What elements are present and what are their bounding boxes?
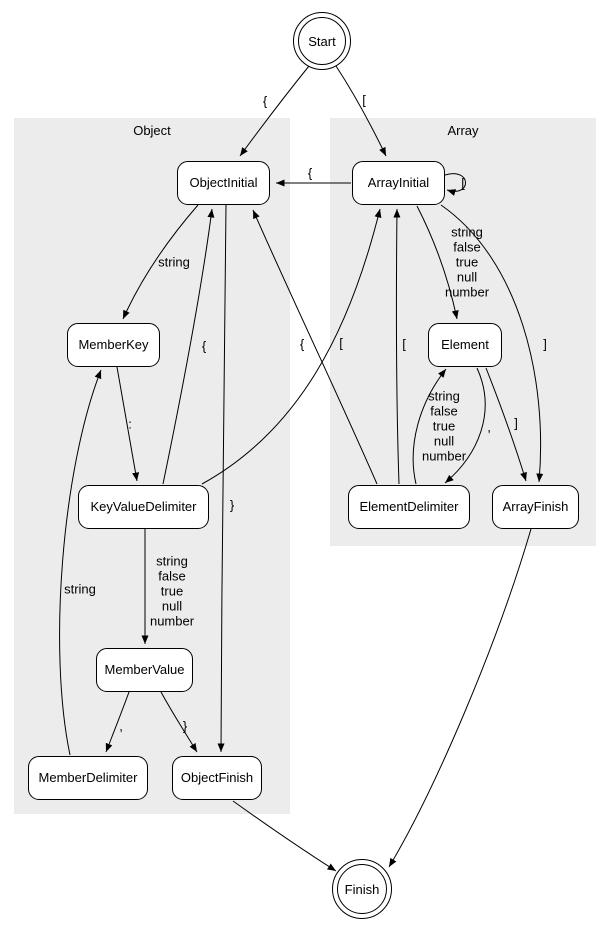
node-element-delimiter: ElementDelimiter xyxy=(348,485,470,529)
edge-label-array-initial-self-loop: [ xyxy=(461,175,465,191)
node-object-finish: ObjectFinish xyxy=(172,756,262,800)
edge-label-member-value-object-finish: } xyxy=(182,718,188,734)
edge-label-element-delimiter-object-initial: { xyxy=(299,336,305,352)
edge-element-element-delimiter xyxy=(444,367,486,484)
finish-label: Finish xyxy=(344,881,380,897)
edge-member-value-object-finish xyxy=(160,691,198,753)
edge-label-member-delimiter-member-key: string xyxy=(64,581,96,597)
object-cluster-label: Object xyxy=(133,123,171,138)
edge-member-delimiter-member-key xyxy=(59,369,102,756)
edge-label-element-element-delimiter: , xyxy=(487,419,491,435)
edge-element-delimiter-array-initial xyxy=(393,208,401,485)
node-array-initial: ArrayInitial xyxy=(352,161,445,205)
edge-element-array-finish xyxy=(485,367,527,482)
node-start: Start xyxy=(293,12,351,70)
edge-array-finish-finish xyxy=(388,528,532,868)
edge-label-key-value-delimiter-array-initial: [ xyxy=(339,335,343,351)
edge-label-key-value-delimiter-object-initial: { xyxy=(201,338,207,354)
edge-label-array-initial-element: string false true null number xyxy=(444,224,490,300)
edge-label-array-initial-object-initial: { xyxy=(307,165,313,181)
edge-label-element-delimiter-element: string false true null number xyxy=(421,388,467,464)
start-label: Start xyxy=(308,33,336,49)
start-inner-circle: Start xyxy=(298,17,346,65)
node-element: Element xyxy=(428,323,502,367)
array-cluster-label: Array xyxy=(447,123,479,138)
finish-inner-circle: Finish xyxy=(337,864,387,914)
edge-array-initial-self-loop xyxy=(444,173,466,196)
edge-element-delimiter-element xyxy=(412,368,447,485)
edge-label-object-initial-member-key: string xyxy=(158,254,190,270)
node-key-value-delimiter: KeyValueDelimiter xyxy=(78,485,209,529)
edge-array-initial-element xyxy=(416,205,459,320)
edge-object-initial-member-key xyxy=(122,204,199,320)
edge-label-start-array-initial: [ xyxy=(362,92,366,108)
edge-label-start-object-initial: { xyxy=(262,93,268,109)
edge-start-array-initial xyxy=(335,65,387,157)
edge-key-value-delimiter-array-initial xyxy=(201,208,382,485)
edge-member-value-member-delimiter xyxy=(105,691,130,753)
node-member-value: MemberValue xyxy=(96,648,193,692)
node-member-delimiter: MemberDelimiter xyxy=(28,756,148,800)
node-array-finish: ArrayFinish xyxy=(492,485,579,529)
edge-array-initial-array-finish xyxy=(440,204,544,483)
edge-label-element-array-finish: ] xyxy=(514,415,518,431)
edge-start-object-initial xyxy=(239,65,310,157)
edge-object-finish-finish xyxy=(232,800,337,872)
edge-member-key-key-value-delimiter xyxy=(116,366,140,482)
edge-label-object-initial-object-finish: } xyxy=(229,497,235,513)
node-finish: Finish xyxy=(332,859,392,919)
edge-label-key-value-delimiter-member-value: string false true null number xyxy=(149,553,195,629)
edge-element-delimiter-object-initial xyxy=(252,209,378,485)
edge-key-value-delimiter-object-initial xyxy=(162,208,215,485)
node-object-initial: ObjectInitial xyxy=(177,161,270,205)
object-cluster: Object xyxy=(14,118,290,814)
edge-label-element-delimiter-array-initial: [ xyxy=(402,336,406,352)
edge-object-initial-object-finish xyxy=(217,204,227,753)
edge-label-member-key-key-value-delimiter: : xyxy=(128,416,132,432)
edge-label-array-initial-array-finish: ] xyxy=(543,336,547,352)
edge-label-member-value-member-delimiter: , xyxy=(119,718,123,734)
node-member-key: MemberKey xyxy=(67,323,160,367)
